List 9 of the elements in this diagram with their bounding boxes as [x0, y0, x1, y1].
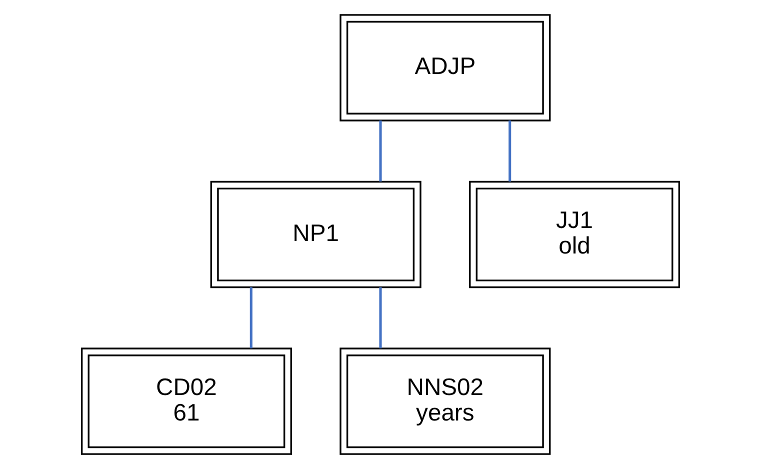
- node-box: CD02 61: [80, 348, 292, 455]
- connector: [249, 287, 252, 348]
- node-box: JJ1 old: [468, 180, 680, 288]
- node-box: ADJP: [339, 14, 550, 122]
- node-box: NP1: [210, 180, 421, 288]
- connector: [378, 287, 382, 348]
- connector: [378, 120, 382, 182]
- connector: [508, 120, 511, 182]
- node-box: NNS02 years: [339, 348, 550, 455]
